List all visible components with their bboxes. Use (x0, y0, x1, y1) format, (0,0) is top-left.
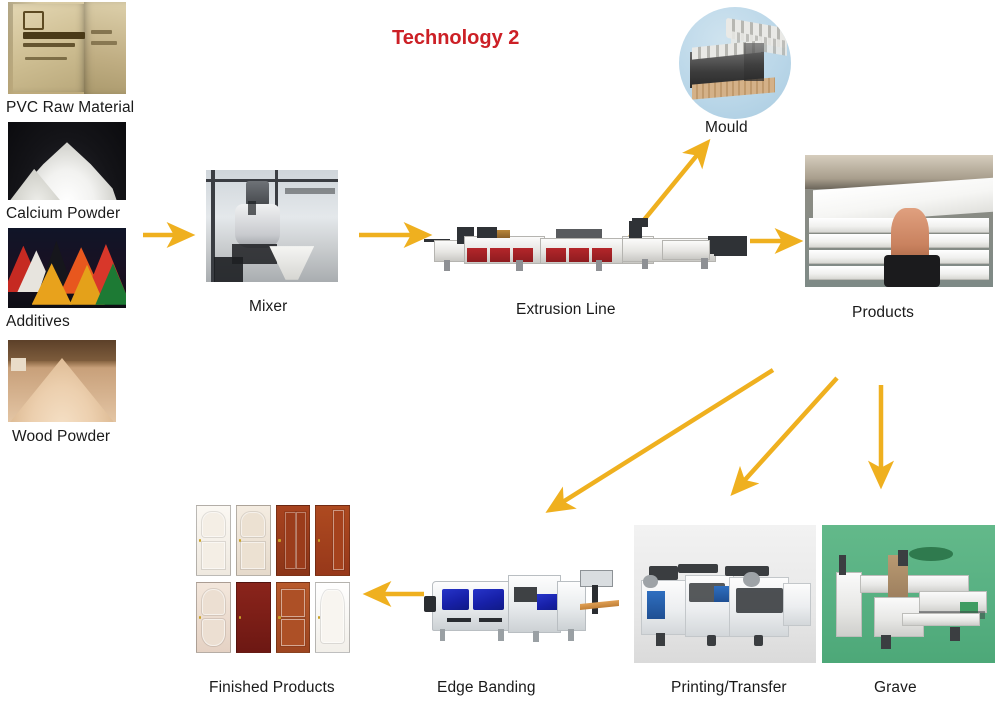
door-sample (275, 582, 311, 653)
stage-label-products: Products (852, 304, 914, 321)
pvc-raw-material-image (8, 2, 126, 94)
products-image (805, 155, 993, 287)
extrusion-line-image (424, 214, 754, 280)
wood-powder-image (8, 340, 116, 422)
stage-label-edge-banding: Edge Banding (437, 679, 536, 696)
stage-label-grave: Grave (874, 679, 917, 696)
printing-transfer-image (634, 525, 816, 663)
finished-products-image (196, 505, 350, 653)
edge-banding-image (424, 558, 619, 654)
stage-label-finished-products: Finished Products (209, 679, 335, 696)
material-label-pvc-raw-material: PVC Raw Material (6, 99, 135, 116)
stage-label-extrusion-line: Extrusion Line (516, 301, 616, 318)
stage-label-mould: Mould (705, 119, 748, 136)
additives-image (8, 228, 126, 308)
calcium-powder-image (8, 122, 126, 200)
stage-label-printing-transfer: Printing/Transfer (671, 679, 787, 696)
mould-image (679, 7, 791, 119)
grave-image (822, 525, 995, 663)
door-sample (196, 505, 231, 576)
door-sample (235, 505, 271, 576)
material-label-calcium-powder: Calcium Powder (6, 205, 121, 222)
arrow-products-to-printing (730, 376, 839, 497)
door-sample (275, 505, 311, 576)
mixer-image (206, 170, 338, 282)
arrow-products-to-edge-banding (545, 368, 775, 513)
door-sample (315, 582, 350, 653)
page-title: Technology 2 (392, 27, 520, 49)
stage-label-mixer: Mixer (249, 298, 288, 315)
door-sample (235, 582, 271, 653)
material-label-wood-powder: Wood Powder (12, 428, 111, 445)
door-sample (196, 582, 231, 653)
door-sample (315, 505, 350, 576)
material-label-additives: Additives (6, 313, 70, 330)
